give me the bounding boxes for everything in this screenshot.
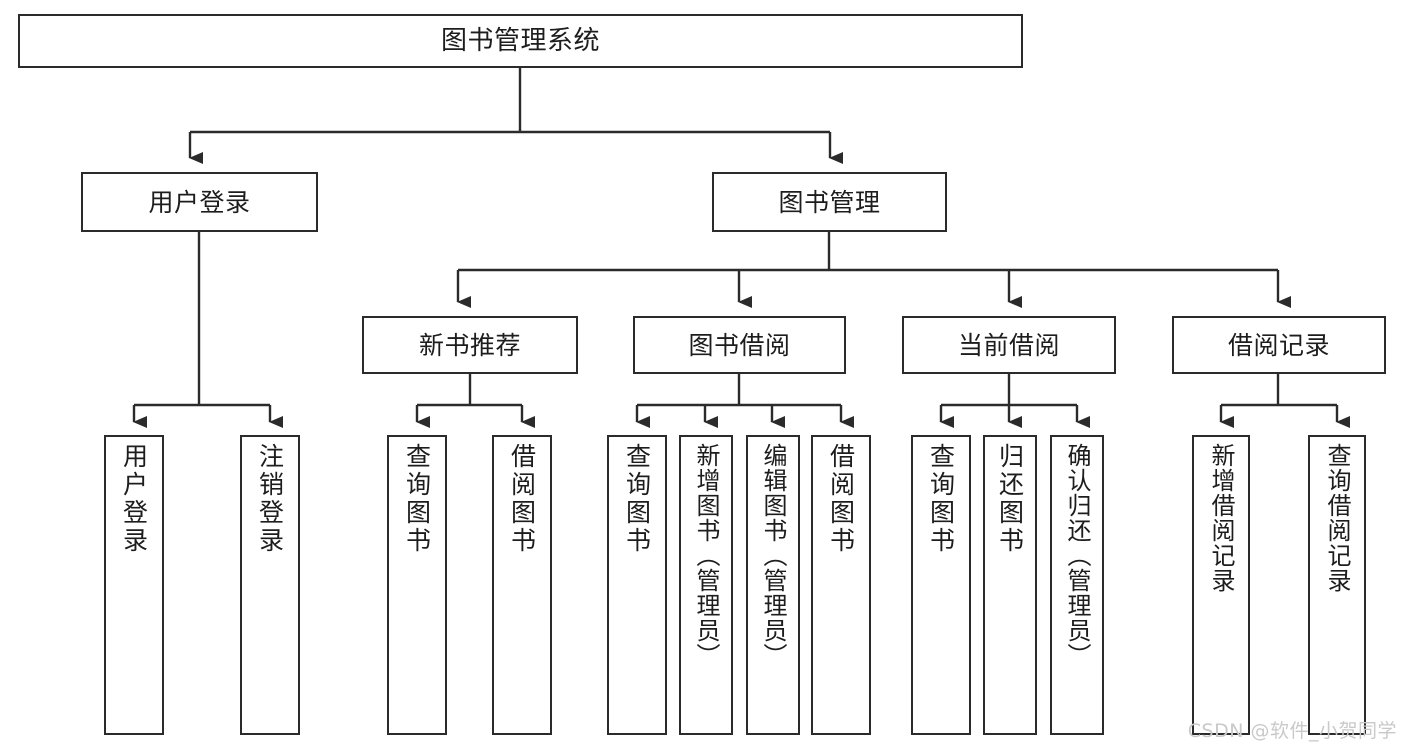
node-label: 查询借阅记录 — [1323, 443, 1351, 593]
leaf-query-book-current[interactable]: 查询图书 — [911, 435, 971, 735]
node-label: 借阅图书 — [507, 443, 537, 555]
node-label: 新增图书（管理员） — [692, 443, 720, 668]
node-borrow-records[interactable]: 借阅记录 — [1172, 316, 1386, 374]
node-book-management[interactable]: 图书管理 — [712, 172, 947, 232]
node-book-borrow[interactable]: 图书借阅 — [633, 316, 846, 374]
leaf-query-book-borrow[interactable]: 查询图书 — [607, 435, 667, 735]
node-label: 用户登录 — [148, 187, 251, 217]
csdn-watermark: CSDN @软件_小贺同学 — [1187, 720, 1397, 742]
node-label: 查询图书 — [402, 443, 432, 555]
node-label: 用户登录 — [119, 443, 149, 555]
node-label: 归还图书 — [995, 443, 1025, 555]
node-label: 确认归还（管理员） — [1063, 443, 1091, 668]
node-label: 注销登录 — [255, 443, 285, 555]
node-label: 借阅记录 — [1227, 330, 1330, 360]
leaf-return-book[interactable]: 归还图书 — [983, 435, 1037, 735]
leaf-query-borrow-record[interactable]: 查询借阅记录 — [1308, 435, 1366, 735]
node-label: 图书管理 — [778, 187, 881, 217]
node-user-login[interactable]: 用户登录 — [81, 172, 318, 232]
node-label: 图书借阅 — [688, 330, 791, 360]
leaf-edit-book-admin[interactable]: 编辑图书（管理员） — [746, 435, 800, 735]
leaf-confirm-return-admin[interactable]: 确认归还（管理员） — [1050, 435, 1104, 735]
leaf-add-book-admin[interactable]: 新增图书（管理员） — [679, 435, 733, 735]
node-label: 编辑图书（管理员） — [759, 443, 787, 668]
node-label: 图书管理系统 — [440, 25, 600, 56]
leaf-borrow-book-recommend[interactable]: 借阅图书 — [492, 435, 552, 735]
node-label: 借阅图书 — [826, 443, 856, 555]
leaf-logout[interactable]: 注销登录 — [240, 435, 300, 735]
leaf-query-book-recommend[interactable]: 查询图书 — [387, 435, 447, 735]
node-label: 查询图书 — [926, 443, 956, 555]
node-label: 当前借阅 — [957, 330, 1060, 360]
leaf-borrow-book[interactable]: 借阅图书 — [811, 435, 871, 735]
node-label: 新增借阅记录 — [1207, 443, 1235, 593]
leaf-add-borrow-record[interactable]: 新增借阅记录 — [1192, 435, 1250, 735]
node-new-book-recommend[interactable]: 新书推荐 — [362, 316, 578, 374]
node-label: 查询图书 — [622, 443, 652, 555]
leaf-user-login[interactable]: 用户登录 — [104, 435, 164, 735]
node-current-borrow[interactable]: 当前借阅 — [902, 316, 1116, 374]
node-label: 新书推荐 — [418, 330, 521, 360]
node-root-system[interactable]: 图书管理系统 — [18, 14, 1023, 68]
